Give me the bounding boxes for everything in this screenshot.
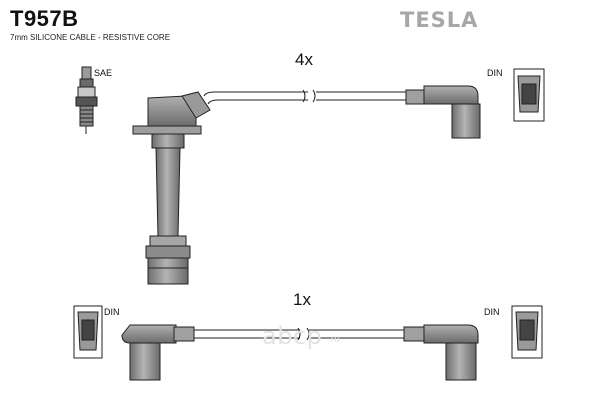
- quantity-bottom: 1x: [293, 290, 311, 309]
- watermark-tld: .ru: [328, 334, 340, 345]
- spark-plug-label: SAE: [94, 68, 113, 78]
- angle-boot-bottom-right: [403, 324, 479, 381]
- cable-bottom: [194, 327, 406, 341]
- din-label-top-right: DIN: [487, 68, 503, 78]
- din-terminal-icon: [511, 305, 543, 359]
- product-subtitle: 7mm SILICONE CABLE - RESISTIVE CORE: [10, 33, 171, 42]
- din-label-bottom-left: DIN: [104, 307, 120, 317]
- brand-logo: TESLA: [400, 8, 479, 32]
- cable-top: [203, 89, 424, 105]
- quantity-top: 4x: [295, 50, 313, 69]
- watermark: abcp: [262, 322, 323, 350]
- din-terminal-icon: [513, 68, 545, 122]
- din-label-bottom-right: DIN: [484, 307, 500, 317]
- din-terminal-icon: [73, 305, 103, 359]
- angle-boot-top-right: [405, 85, 481, 139]
- angle-boot-bottom-left: [121, 324, 195, 381]
- spark-plug-icon: [75, 66, 98, 134]
- coil-boot: [132, 91, 211, 285]
- part-number: T957B: [10, 6, 79, 31]
